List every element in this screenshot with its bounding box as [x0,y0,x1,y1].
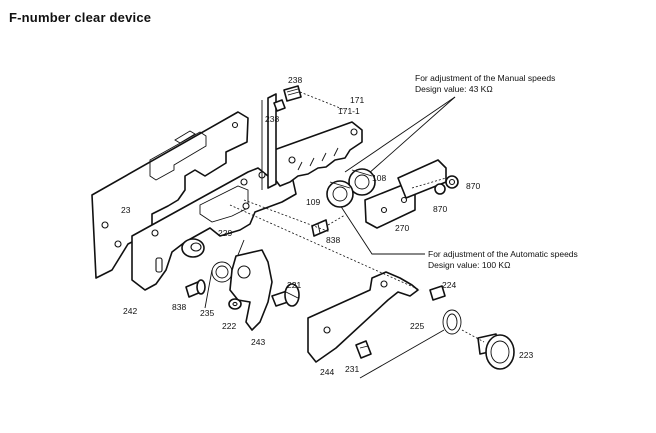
automatic-adjustment-note: For adjustment of the Automatic speeds D… [428,249,578,271]
plate-hole-1 [101,221,109,229]
label-244: 244 [320,367,334,377]
label-838-mid: 838 [326,235,340,245]
label-229: 229 [218,228,232,238]
automatic-note-line1: For adjustment of the Automatic speeds [428,249,578,259]
automatic-leader-line [339,204,425,255]
plate-slot-upper [149,131,207,181]
manual-leader-line [344,96,456,173]
comb-hole-2 [350,128,358,136]
label-108: 108 [372,173,386,183]
comb-plate-171 [273,121,363,187]
vertical-bracket [267,93,277,189]
middle-plate-hole-3 [242,202,250,210]
label-242: 242 [123,306,137,316]
manual-note-line1: For adjustment of the Manual speeds [415,73,556,83]
dash-109 [327,214,346,226]
plate-hole-3 [231,121,239,129]
label-238-top: 238 [288,75,302,85]
middle-plate-hole-2 [240,178,248,186]
label-238-lower: 238 [265,114,279,124]
label-243: 243 [251,337,265,347]
comb-teeth [297,147,339,171]
potentiometer-108 [326,168,376,208]
plate-hole-2 [114,240,122,248]
nut-224 [429,285,446,301]
screw-838-left [185,279,206,298]
spring-225 [359,309,462,379]
label-270: 270 [395,223,409,233]
dash-guide-2 [243,199,331,233]
nut-870-b [434,183,446,195]
middle-plate-slot [155,257,163,273]
label-222: 222 [222,321,236,331]
label-171-1: 171-1 [338,106,360,116]
screw-238-lower [273,99,286,112]
knob-223 [477,333,515,370]
label-235: 235 [200,308,214,318]
lever-244 [307,271,419,363]
dash-223 [461,329,485,343]
label-231: 231 [345,364,359,374]
label-838-left: 838 [172,302,186,312]
page-title: F-number clear device [9,10,152,25]
label-221: 221 [287,280,301,290]
bushing-229 [181,238,205,258]
manual-note-line2: Design value: 43 KΩ [415,84,493,94]
dash-238 [299,91,346,111]
screw-238-top [283,85,302,102]
manual-adjustment-note: For adjustment of the Manual speeds Desi… [415,73,555,95]
lever-243-hole [237,265,251,279]
label-171: 171 [350,95,364,105]
screw-231 [355,340,372,359]
dash-guide-1 [229,204,421,291]
bracket-270-hole-2 [400,196,408,204]
label-870-b: 870 [433,204,447,214]
automatic-note-line2: Design value: 100 KΩ [428,260,511,270]
lever-243 [229,249,273,331]
comb-hole-1 [288,156,296,164]
middle-plate-hole-1 [151,229,159,237]
dash-870 [411,177,447,189]
lever-244-hole-1 [323,326,331,334]
plate-slot-mid [174,130,196,144]
label-225: 225 [410,321,424,331]
nut-870-a [445,175,459,189]
screw-221 [271,283,300,307]
bracket-270-hole-1 [380,206,388,214]
label-109: 109 [306,197,320,207]
label-23: 23 [121,205,131,215]
washer-222 [228,298,242,310]
main-plate-23 [91,111,249,279]
middle-plate-cutout [199,185,249,223]
bracket-270-top [397,159,447,199]
label-870-a: 870 [466,181,480,191]
label-224: 224 [442,280,456,290]
lever-244-hole-2 [380,280,388,288]
label-223: 223 [519,350,533,360]
